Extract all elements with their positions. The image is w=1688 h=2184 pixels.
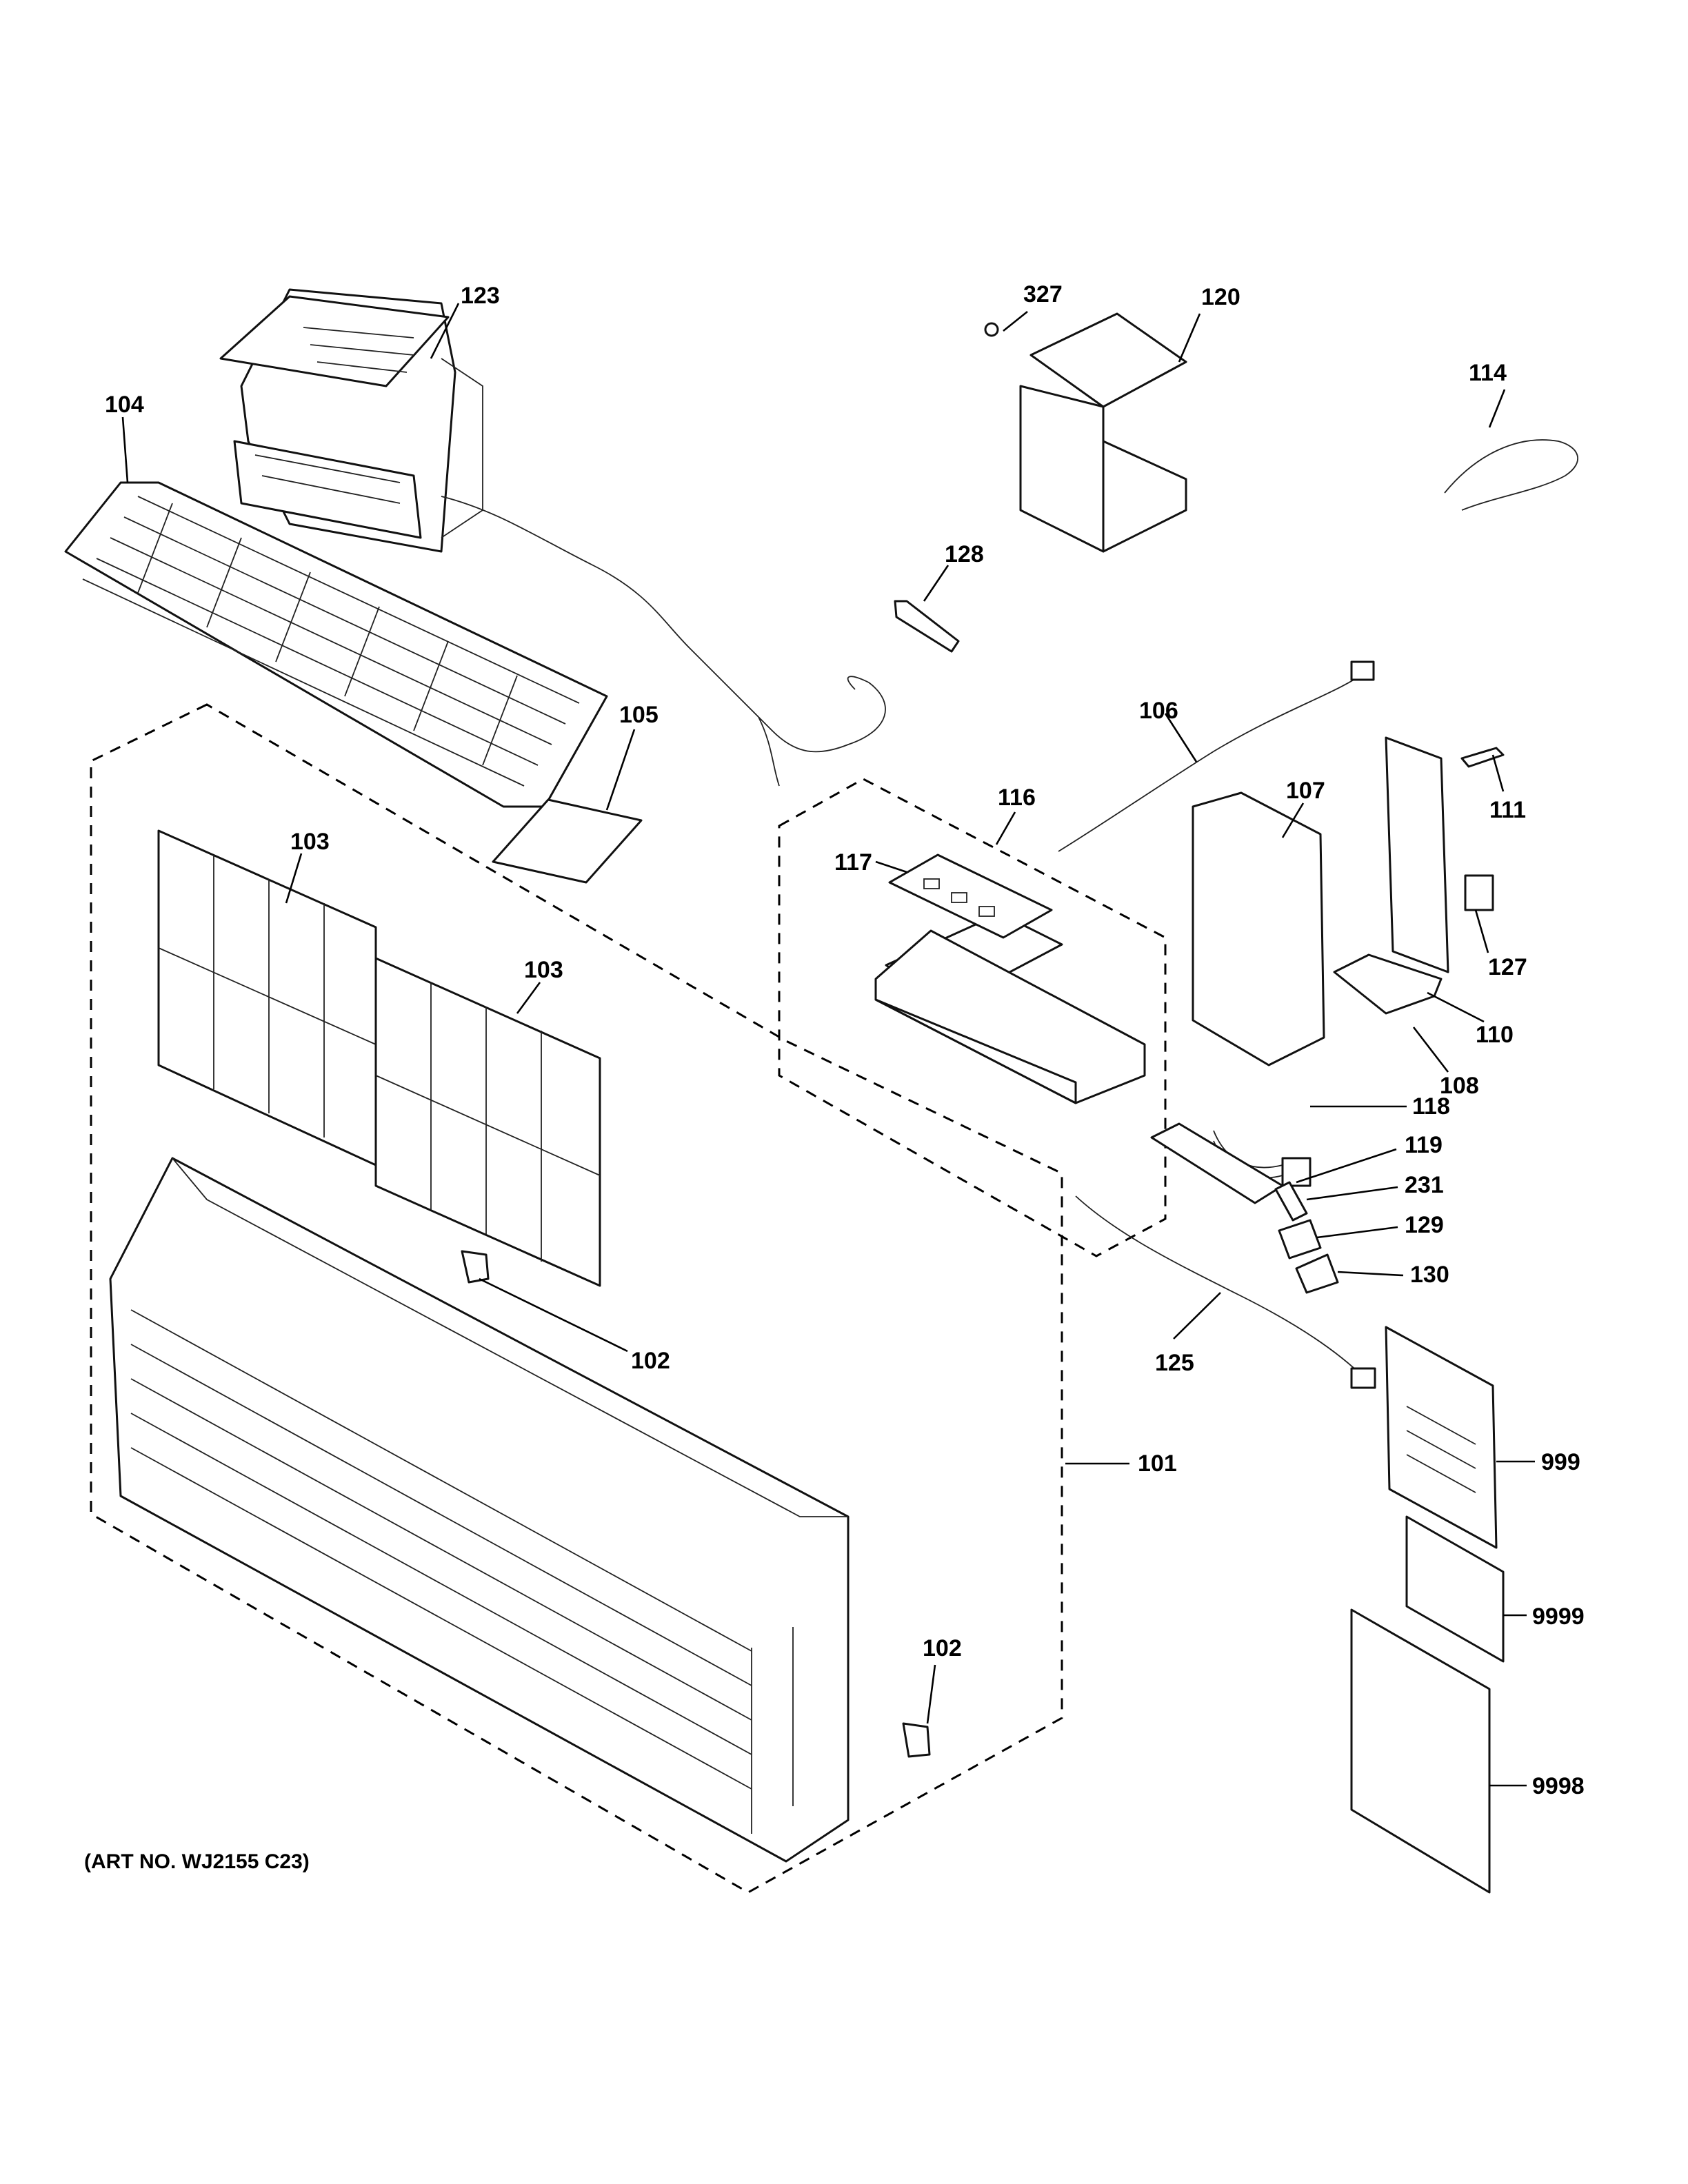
- display-board-part: [1150, 1122, 1284, 1204]
- callout-128: 128: [945, 541, 984, 567]
- callout-102-upper: 102: [631, 1348, 670, 1374]
- mounting-clip-lower-part: [902, 1722, 931, 1758]
- callout-103-lower: 103: [524, 957, 563, 983]
- sensor-bracket-part: [894, 600, 960, 653]
- assembly-116-dashed-outline: [778, 778, 1167, 1257]
- callout-127: 127: [1488, 954, 1527, 980]
- callout-103-upper: 103: [290, 829, 330, 855]
- wire-harness-part: [441, 496, 886, 753]
- callout-231: 231: [1405, 1172, 1444, 1198]
- callout-114: 114: [1469, 360, 1507, 386]
- callout-104: 104: [105, 392, 144, 418]
- callout-125: 125: [1155, 1350, 1194, 1376]
- callout-123: 123: [461, 283, 500, 309]
- assembly-101-dashed-outline: [90, 703, 1063, 1894]
- callout-105: 105: [619, 702, 659, 728]
- callout-130: 130: [1410, 1262, 1449, 1288]
- callout-9999: 9999: [1532, 1604, 1585, 1630]
- callout-120: 120: [1201, 284, 1240, 310]
- callout-119: 119: [1405, 1132, 1443, 1158]
- control-panel-assembly-part: [874, 912, 1146, 1104]
- callout-118: 118: [1412, 1093, 1450, 1120]
- callout-111: 111: [1489, 797, 1526, 823]
- blower-assembly-part: [219, 288, 483, 553]
- insulator-part: [1278, 1219, 1322, 1260]
- mounting-clip-upper-part: [461, 1250, 490, 1284]
- callout-110: 110: [1476, 1022, 1514, 1048]
- front-cabinet-part: [109, 1157, 850, 1863]
- grille-label-part: [492, 798, 643, 884]
- callout-107: 107: [1286, 778, 1325, 804]
- main-control-board-part: [1385, 736, 1449, 973]
- callout-9998: 9998: [1532, 1773, 1585, 1799]
- control-box-cover-part: [1019, 312, 1187, 553]
- interface-cable-part: [1058, 671, 1366, 852]
- callout-327: 327: [1023, 281, 1063, 307]
- control-board-bracket-part: [1192, 791, 1325, 1066]
- wiring-kit-bag-part: [1350, 1608, 1491, 1894]
- callout-101: 101: [1138, 1450, 1177, 1477]
- control-panel-overlay-part: [888, 853, 1053, 939]
- callout-108: 108: [1440, 1073, 1479, 1099]
- owners-manual-part: [1385, 1326, 1498, 1549]
- callout-999: 999: [1541, 1449, 1580, 1475]
- small-board-part: [1295, 1253, 1339, 1294]
- air-filter-left-part: [157, 829, 377, 1166]
- callout-129: 129: [1405, 1212, 1444, 1238]
- callout-116: 116: [998, 785, 1036, 811]
- screw-part: [984, 322, 999, 337]
- callout-117: 117: [834, 849, 872, 876]
- air-filter-right-part: [374, 957, 601, 1287]
- art-number-label: (ART NO. WJ2155 C23): [84, 1850, 310, 1873]
- foam-pad-part: [1274, 1181, 1308, 1222]
- callout-106: 106: [1139, 698, 1178, 724]
- main-wiring-harness-part: [1444, 439, 1578, 511]
- extension-cable-part: [1075, 1195, 1366, 1379]
- hardware-bag-part: [1405, 1515, 1505, 1663]
- thermistor-part: [1460, 747, 1505, 768]
- board-mounting-bracket-part: [1333, 953, 1443, 1015]
- relay-part: [1464, 874, 1494, 911]
- callout-102-lower: 102: [923, 1635, 962, 1661]
